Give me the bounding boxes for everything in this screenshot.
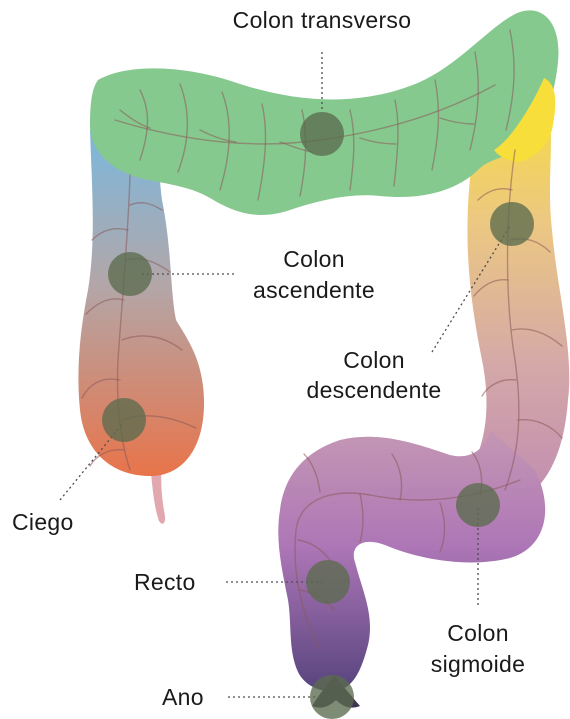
marker-colon-descendente (490, 202, 534, 246)
label-colon-ascendente-line2: ascendente (253, 277, 375, 303)
label-colon-descendente-line2: descendente (306, 377, 441, 403)
label-ciego: Ciego (12, 509, 74, 535)
label-colon-sigmoide-line1: Colon (447, 620, 509, 646)
marker-colon-transverso (300, 112, 344, 156)
marker-recto (306, 560, 350, 604)
label-recto: Recto (134, 569, 196, 595)
marker-ciego (102, 398, 146, 442)
label-ano: Ano (162, 684, 204, 710)
label-colon-descendente-line1: Colon (343, 347, 405, 373)
marker-ano (310, 675, 354, 719)
label-colon-ascendente-line1: Colon (283, 246, 345, 272)
label-colon-sigmoide-line2: sigmoide (431, 651, 525, 677)
label-colon-transverso: Colon transverso (233, 7, 412, 33)
marker-colon-sigmoide (456, 483, 500, 527)
marker-colon-ascendente (108, 252, 152, 296)
